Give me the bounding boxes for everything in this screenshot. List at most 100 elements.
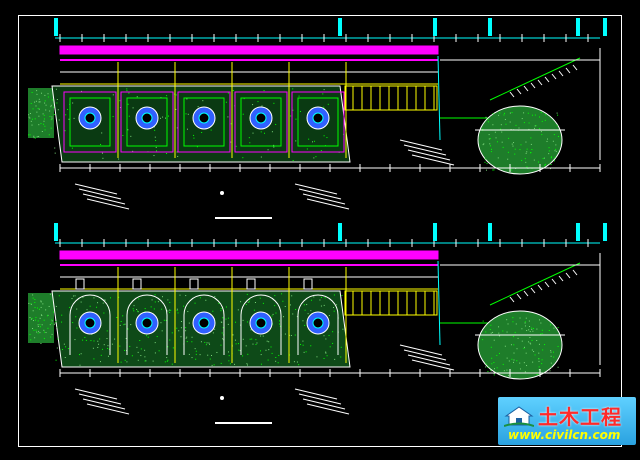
view1-foundation-texture [136,96,138,98]
view2-foundation-texture [242,338,244,340]
view2-foundation-texture [89,305,91,307]
view1-left-soil-texture [36,90,38,92]
view2-dome-texture [492,331,494,333]
view1-left-soil-texture [33,135,35,137]
view1-left-soil-texture [37,107,39,109]
view1-foundation-texture [112,94,114,96]
view2-left-soil-texture [32,328,34,330]
view2-foundation-texture [281,293,283,295]
view2-foundation-texture [180,327,182,329]
view2-dome-texture [516,348,518,350]
view2-foundation-texture [136,346,138,348]
view2-foundation-texture [209,358,211,360]
view1-dome-texture [534,114,536,116]
view2-foundation-texture [245,345,247,347]
view2-left-soil-texture [33,329,35,331]
view1-dome-texture [514,148,516,150]
view1-left-soil [28,88,54,138]
view2-foundation-texture [187,311,189,313]
view2-foundation-texture [54,322,56,324]
view1-slope-hatch [572,64,578,71]
view1-culvert-frame [120,91,174,153]
view1-dome-texture [530,137,532,139]
watermark-url: www.civilcn.com [508,428,621,442]
view2-survey-marker [54,223,58,241]
view1-survey-marker [603,18,607,36]
view1-foundation-texture [295,140,297,142]
view2-foundation-texture [238,349,240,351]
view2-annotation-tag [399,344,443,356]
view1-foundation-texture [252,104,254,106]
view1-dome-texture [483,143,485,145]
view1-dome-texture [492,124,494,126]
view1-dome-texture [555,148,557,150]
view2-annotation-tag [298,393,342,405]
view1-dome-texture [548,153,550,155]
view2-foundation-texture [199,354,201,356]
view1-foundation-texture [175,108,177,110]
view2-foundation-texture [225,318,227,320]
view1-foundation-texture [227,116,229,118]
view2-left-soil-texture [47,315,49,317]
view2-slope-hatch [537,284,543,291]
view1-dome-texture [534,125,536,127]
view2-foundation-texture [67,348,69,350]
view2-dome-texture [519,362,521,364]
view2-foundation-texture [274,305,276,307]
view2-dome-texture [521,328,523,330]
view2-annotation-tag [82,398,126,410]
view1-foundation-texture [54,152,56,154]
view2-foundation-texture [237,343,239,345]
view2-foundation-texture [246,364,248,366]
view2-foundation-texture [120,361,122,363]
view2-foundation-texture [278,354,280,356]
view2-left-soil-texture [39,332,41,334]
view1-foundation-texture [102,157,104,159]
view2-foundation-texture [176,327,178,329]
view2-foundation-texture [186,341,188,343]
view1-left-soil-texture [51,116,53,118]
view1-dome-texture [487,121,489,123]
view1-foundation-texture [273,144,275,146]
view2-dome-texture [538,366,540,368]
view2-dome-texture [515,323,517,325]
view2-left-soil-texture [53,324,55,326]
view2-foundation-texture [80,301,82,303]
view1-dome-texture [539,128,541,130]
view2-dome-texture [530,343,532,345]
view2-foundation-texture [211,354,213,356]
view1-foundation-texture [201,131,203,133]
view1-foundation-texture [101,152,103,154]
view2-foundation-texture [82,296,84,298]
view1-foundation-texture [155,140,157,142]
view1-dome-texture [515,124,517,126]
view2-foundation-texture [342,328,344,330]
view2-foundation-texture [289,354,291,356]
view2-dome-texture [536,374,538,376]
view2-dome-texture [532,328,534,330]
view2-foundation-texture [185,337,187,339]
view1-slope-hatch [537,79,543,86]
view2-foundation-texture [234,363,236,365]
view1-foundation-texture [154,136,156,138]
view2-foundation-texture [214,296,216,298]
view2-foundation-texture [98,343,100,345]
view1-left-soil-texture [38,136,40,138]
view1-dome-texture [544,119,546,121]
view1-foundation-texture [177,155,179,157]
view1-dome-texture [488,138,490,140]
view1-dome-texture [537,161,539,163]
view2-foundation-texture [275,360,277,362]
view1-dome-texture [488,134,490,136]
view2-embankment-dome [477,310,563,380]
view2-dome-texture [506,319,508,321]
view2-left-soil-texture [32,297,34,299]
view2-foundation-texture [267,359,269,361]
view2-left-soil-texture [32,294,34,296]
view2-foundation-texture [154,352,156,354]
view2-left-soil-texture [49,293,51,295]
view2-dome-texture [540,322,542,324]
view1-slope-hatch [544,76,550,83]
view2-dome-texture [528,329,530,331]
view2-foundation-texture [122,315,124,317]
